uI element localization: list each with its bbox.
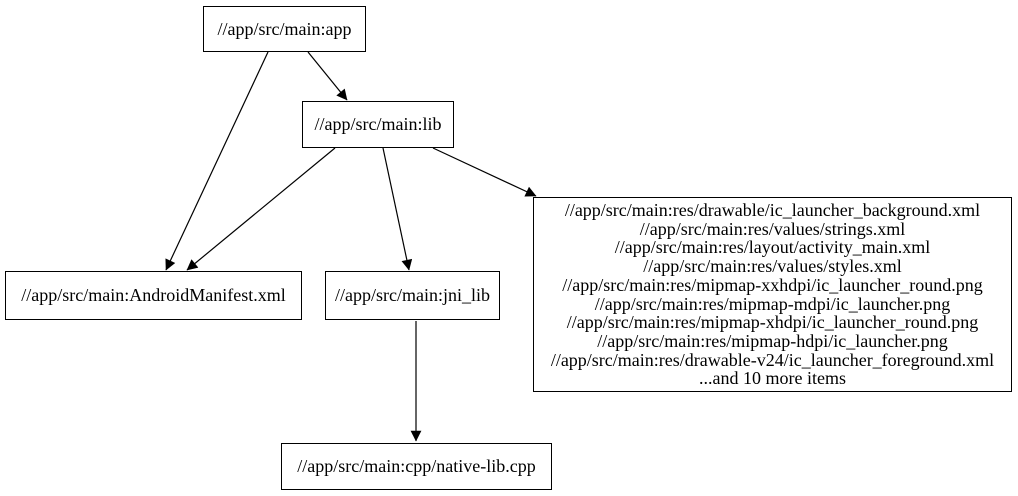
- edge-app-to-lib: [307, 51, 348, 101]
- res-group-line: //app/src/main:res/values/styles.xml: [643, 256, 902, 277]
- edge-lib-to-res-group: [432, 147, 537, 197]
- res-group-ellipsis-line: ...and 10 more items: [699, 368, 846, 389]
- node-jni-lib-label: //app/src/main:jni_lib: [335, 285, 490, 306]
- node-android-manifest: //app/src/main:AndroidManifest.xml: [5, 271, 302, 320]
- res-group-line: //app/src/main:res/values/strings.xml: [639, 218, 906, 239]
- node-native-lib-cpp-label: //app/src/main:cpp/native-lib.cpp: [297, 456, 536, 477]
- res-group-line: //app/src/main:res/drawable-v24/ic_launc…: [550, 349, 995, 370]
- res-group-line: //app/src/main:res/mipmap-hdpi/ic_launch…: [597, 330, 948, 351]
- edge-app-to-manifest: [165, 51, 269, 271]
- res-group-line: //app/src/main:res/mipmap-xxhdpi/ic_laun…: [562, 274, 983, 295]
- res-group-line: //app/src/main:res/mipmap-xhdpi/ic_launc…: [566, 312, 979, 333]
- res-group-line: //app/src/main:res/mipmap-mdpi/ic_launch…: [594, 293, 951, 314]
- node-native-lib-cpp: //app/src/main:cpp/native-lib.cpp: [281, 443, 552, 490]
- edge-lib-to-manifest: [186, 147, 336, 271]
- res-group-line: //app/src/main:res/layout/activity_main.…: [614, 237, 931, 258]
- node-app-label: //app/src/main:app: [217, 18, 352, 39]
- node-lib-label: //app/src/main:lib: [314, 114, 442, 135]
- node-res-group: //app/src/main:res/drawable/ic_launcher_…: [533, 197, 1012, 392]
- node-jni-lib: //app/src/main:jni_lib: [325, 271, 500, 320]
- node-android-manifest-label: //app/src/main:AndroidManifest.xml: [21, 285, 286, 306]
- edge-lib-to-jni-lib: [382, 147, 413, 271]
- node-app: //app/src/main:app: [203, 6, 366, 52]
- res-group-line: //app/src/main:res/drawable/ic_launcher_…: [564, 199, 981, 220]
- node-lib: //app/src/main:lib: [302, 101, 454, 148]
